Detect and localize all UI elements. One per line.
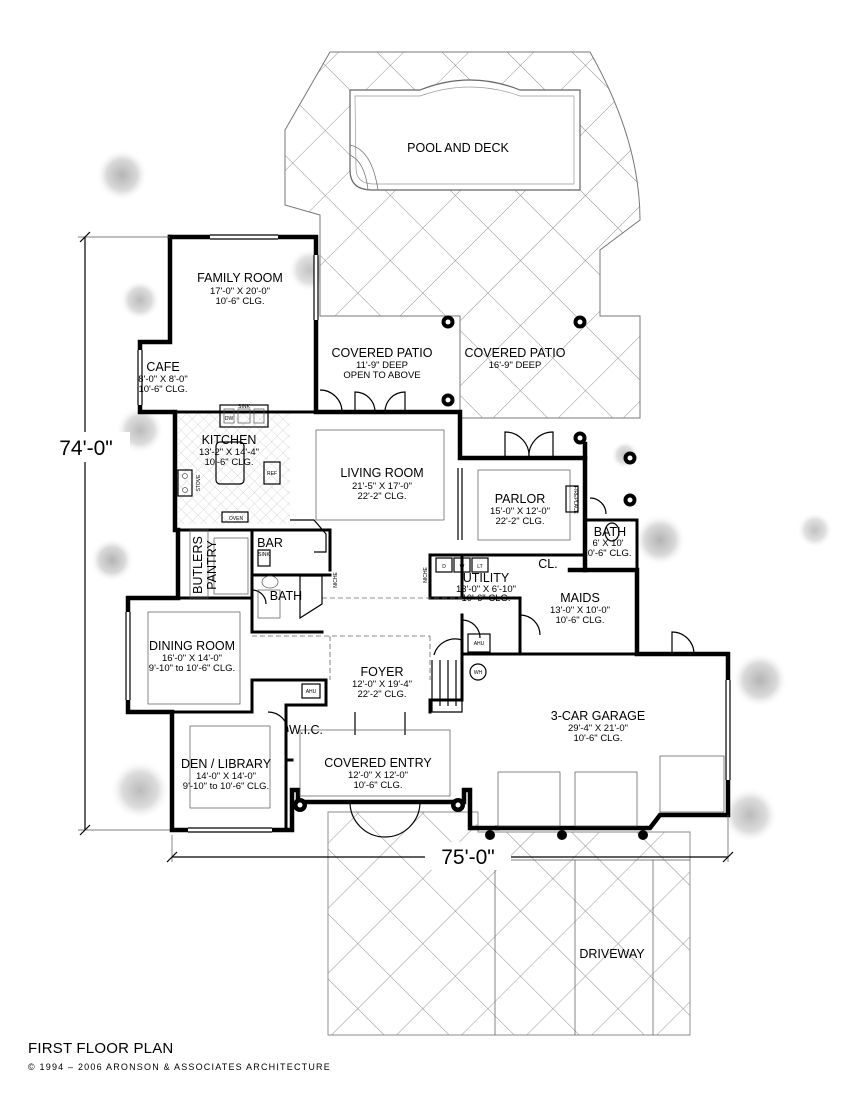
pool-deck [284,51,641,419]
doors [251,389,695,838]
room-labels: POOL AND DECK FAMILY ROOM 17'-0" X 20'-0… [138,141,645,961]
dimension-lines: 74'-0" 75'-0" [40,231,734,870]
label-ahu2: AHU [474,641,485,647]
driveway-area [327,811,691,1036]
label-fireplace: FIREPLACE [572,486,578,514]
room-parlor-name: PARLOR [495,492,545,506]
room-kitchen-size: 13'-2" X 14'-4" [199,447,259,458]
room-utility-clg: 10'-6" CLG. [461,593,510,604]
room-bath-maid-name: BATH [594,525,626,539]
interior-walls [126,410,639,832]
room-living-name: LIVING ROOM [340,466,423,480]
room-parlor-size: 15'-0" X 12'-0" [490,506,550,517]
copyright-notice: © 1994 – 2006 ARONSON & ASSOCIATES ARCHI… [28,1062,331,1072]
fixture-labels: OVEN SINK DW REF STOVE SINK FIREPLACE NI… [196,404,578,695]
room-kitchen-name: KITCHEN [202,433,257,447]
service-fixtures [301,485,620,713]
label-niche2: NICHE [423,567,429,583]
room-cafe-name: CAFE [146,360,179,374]
room-cafe-size: 8'-0" X 8'-0" [138,374,187,385]
room-utility-name: UTILITY [463,571,510,585]
room-bath-maid-size: 6' X 10' [592,538,623,549]
room-family-clg: 10'-6" CLG. [215,296,264,307]
room-patio2-depth: 16'-9" DEEP [489,360,542,371]
label-washer: W [460,564,465,570]
room-dining-clg: 9'-10" to 10'-6" CLG. [149,663,235,674]
room-maids-clg: 10'-6" CLG. [555,615,604,626]
room-entry-size: 12'-0" X 12'-0" [348,770,408,781]
room-entry-clg: 10'-6" CLG. [353,780,402,791]
room-butlers-2: PANTRY [205,540,219,590]
room-patio2-name: COVERED PATIO [465,346,566,360]
label-oven: OVEN [229,516,244,522]
label-wh: WH [474,670,483,676]
room-foyer-size: 12'-0" X 19'-4" [352,679,412,690]
room-garage-clg: 10'-6" CLG. [573,733,622,744]
room-patio1-name: COVERED PATIO [332,346,433,360]
room-maids-size: 13'-0" X 10'-0" [550,605,610,616]
label-lt: LT [477,564,482,570]
room-bath-maid-clg: 10'-6" CLG. [582,548,631,559]
label-ref: REF [267,471,277,477]
kitchen-tile [178,412,290,524]
windows [125,234,731,833]
room-den-name: DEN / LIBRARY [181,757,272,771]
room-den-clg: 9'-10" to 10'-6" CLG. [183,781,269,792]
room-family-name: FAMILY ROOM [197,271,283,285]
ceiling-lines [147,429,725,827]
room-maids-name: MAIDS [560,591,600,605]
room-garage-size: 29'-4" X 21'-0" [568,723,628,734]
room-dining-size: 16'-0" X 14'-0" [162,653,222,664]
label-sink: SINK [238,404,250,410]
room-patio1-note: OPEN TO ABOVE [343,370,420,381]
room-garage-name: 3-CAR GARAGE [551,709,645,723]
room-dining-name: DINING ROOM [149,639,235,653]
room-entry-name: COVERED ENTRY [324,756,432,770]
room-driveway: DRIVEWAY [579,947,645,961]
label-ahu1: AHU [306,689,317,695]
label-sink2: SINK [258,552,270,558]
label-niche1: NICHE [333,572,339,588]
room-foyer-name: FOYER [360,665,403,679]
dimension-width: 75'-0" [441,846,495,869]
room-kitchen-clg: 10'-6" CLG. [204,457,253,468]
room-den-size: 14'-0" X 14'-0" [196,771,256,782]
columns [293,315,648,840]
room-living-clg: 22'-2" CLG. [357,491,406,502]
room-cafe-clg: 10'-6" CLG. [138,384,187,395]
label-stove: STOVE [196,474,202,492]
label-dw: DW [225,416,234,422]
room-bar-name: BAR [257,536,283,550]
room-closet-name: CL. [538,557,557,571]
plan-title: FIRST FLOOR PLAN [28,1040,174,1057]
room-utility-size: 13'-0" X 6'-10" [456,584,516,595]
room-patio1-depth: 11'-9" DEEP [356,360,408,371]
room-pool: POOL AND DECK [407,141,509,155]
room-wic-name: W.I.C. [289,723,323,737]
dimension-depth: 74'-0" [59,437,113,460]
room-foyer-clg: 22'-2" CLG. [357,689,406,700]
room-bath-half-name: BATH [270,589,302,603]
kitchen-fixtures [177,404,327,620]
label-dryer: D [442,564,446,570]
room-butlers-1: BUTLERS [191,536,205,594]
room-living-size: 21'-5" X 17'-0" [352,481,412,492]
room-parlor-clg: 22'-2" CLG. [495,516,544,527]
room-family-size: 17'-0" X 20'-0" [210,286,270,297]
